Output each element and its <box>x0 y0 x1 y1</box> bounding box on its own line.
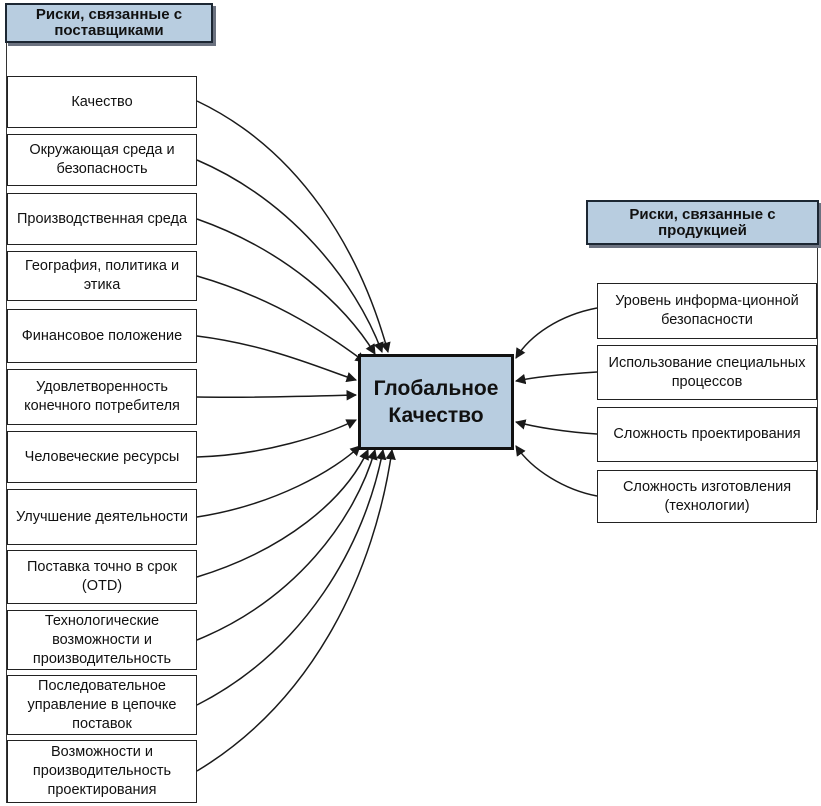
arrow-special-processes <box>514 371 598 385</box>
supplier-risk-performance-improvement: Улучшение деятельности <box>7 489 197 545</box>
arrow-end-customer-satisfaction <box>196 390 358 401</box>
product-risks-connector <box>817 245 818 510</box>
supplier-risk-quality: Качество <box>7 76 197 128</box>
supplier-risk-financial-position: Финансовое положение <box>7 309 197 363</box>
global-quality-box: Глобальное Качество <box>358 354 514 450</box>
supplier-risk-production-environment: Производственная среда <box>7 193 197 245</box>
product-risk-manufacturing-complexity: Сложность изготовления (технологии) <box>597 470 817 523</box>
supplier-risk-geography-politics-ethics: География, политика и этика <box>7 251 197 301</box>
product-risk-information-security: Уровень информа-ционной безопасности <box>597 283 817 339</box>
product-risk-special-processes: Использование специальных процессов <box>597 345 817 400</box>
arrow-information-security <box>515 307 598 359</box>
arrow-environment-safety <box>196 159 384 353</box>
arrow-geography-politics-ethics <box>196 275 366 363</box>
supplier-risks-header: Риски, связанные с поставщиками <box>5 3 213 43</box>
product-risk-design-complexity: Сложность проектирования <box>597 407 817 462</box>
arrow-financial-position <box>196 335 357 383</box>
supplier-risk-environment-safety: Окружающая среда и безопасность <box>7 134 197 186</box>
supplier-risk-supply-chain-management: Последовательное управление в цепочке по… <box>7 675 197 735</box>
supplier-risk-on-time-delivery: Поставка точно в срок (OTD) <box>7 550 197 604</box>
product-risks-header: Риски, связанные с продукцией <box>586 200 819 245</box>
arrow-quality <box>196 100 391 354</box>
arrow-on-time-delivery <box>196 449 369 578</box>
arrow-design-complexity <box>514 419 598 435</box>
arrow-performance-improvement <box>196 445 361 518</box>
supplier-risk-human-resources: Человеческие ресурсы <box>7 431 197 483</box>
supplier-risks-connector <box>6 43 7 803</box>
arrow-human-resources <box>196 419 357 458</box>
arrow-technological-capabilities <box>196 448 378 641</box>
arrow-supply-chain-management <box>196 448 387 706</box>
arrow-design-capabilities <box>196 448 396 772</box>
supplier-risk-design-capabilities: Возможности и производительность проекти… <box>7 740 197 803</box>
supplier-risk-end-customer-satisfaction: Удовлетворенность конечного потребителя <box>7 369 197 425</box>
arrow-manufacturing-complexity <box>515 445 598 497</box>
arrow-production-environment <box>196 218 376 355</box>
supplier-risk-technological-capabilities: Технологические возможности и производит… <box>7 610 197 670</box>
